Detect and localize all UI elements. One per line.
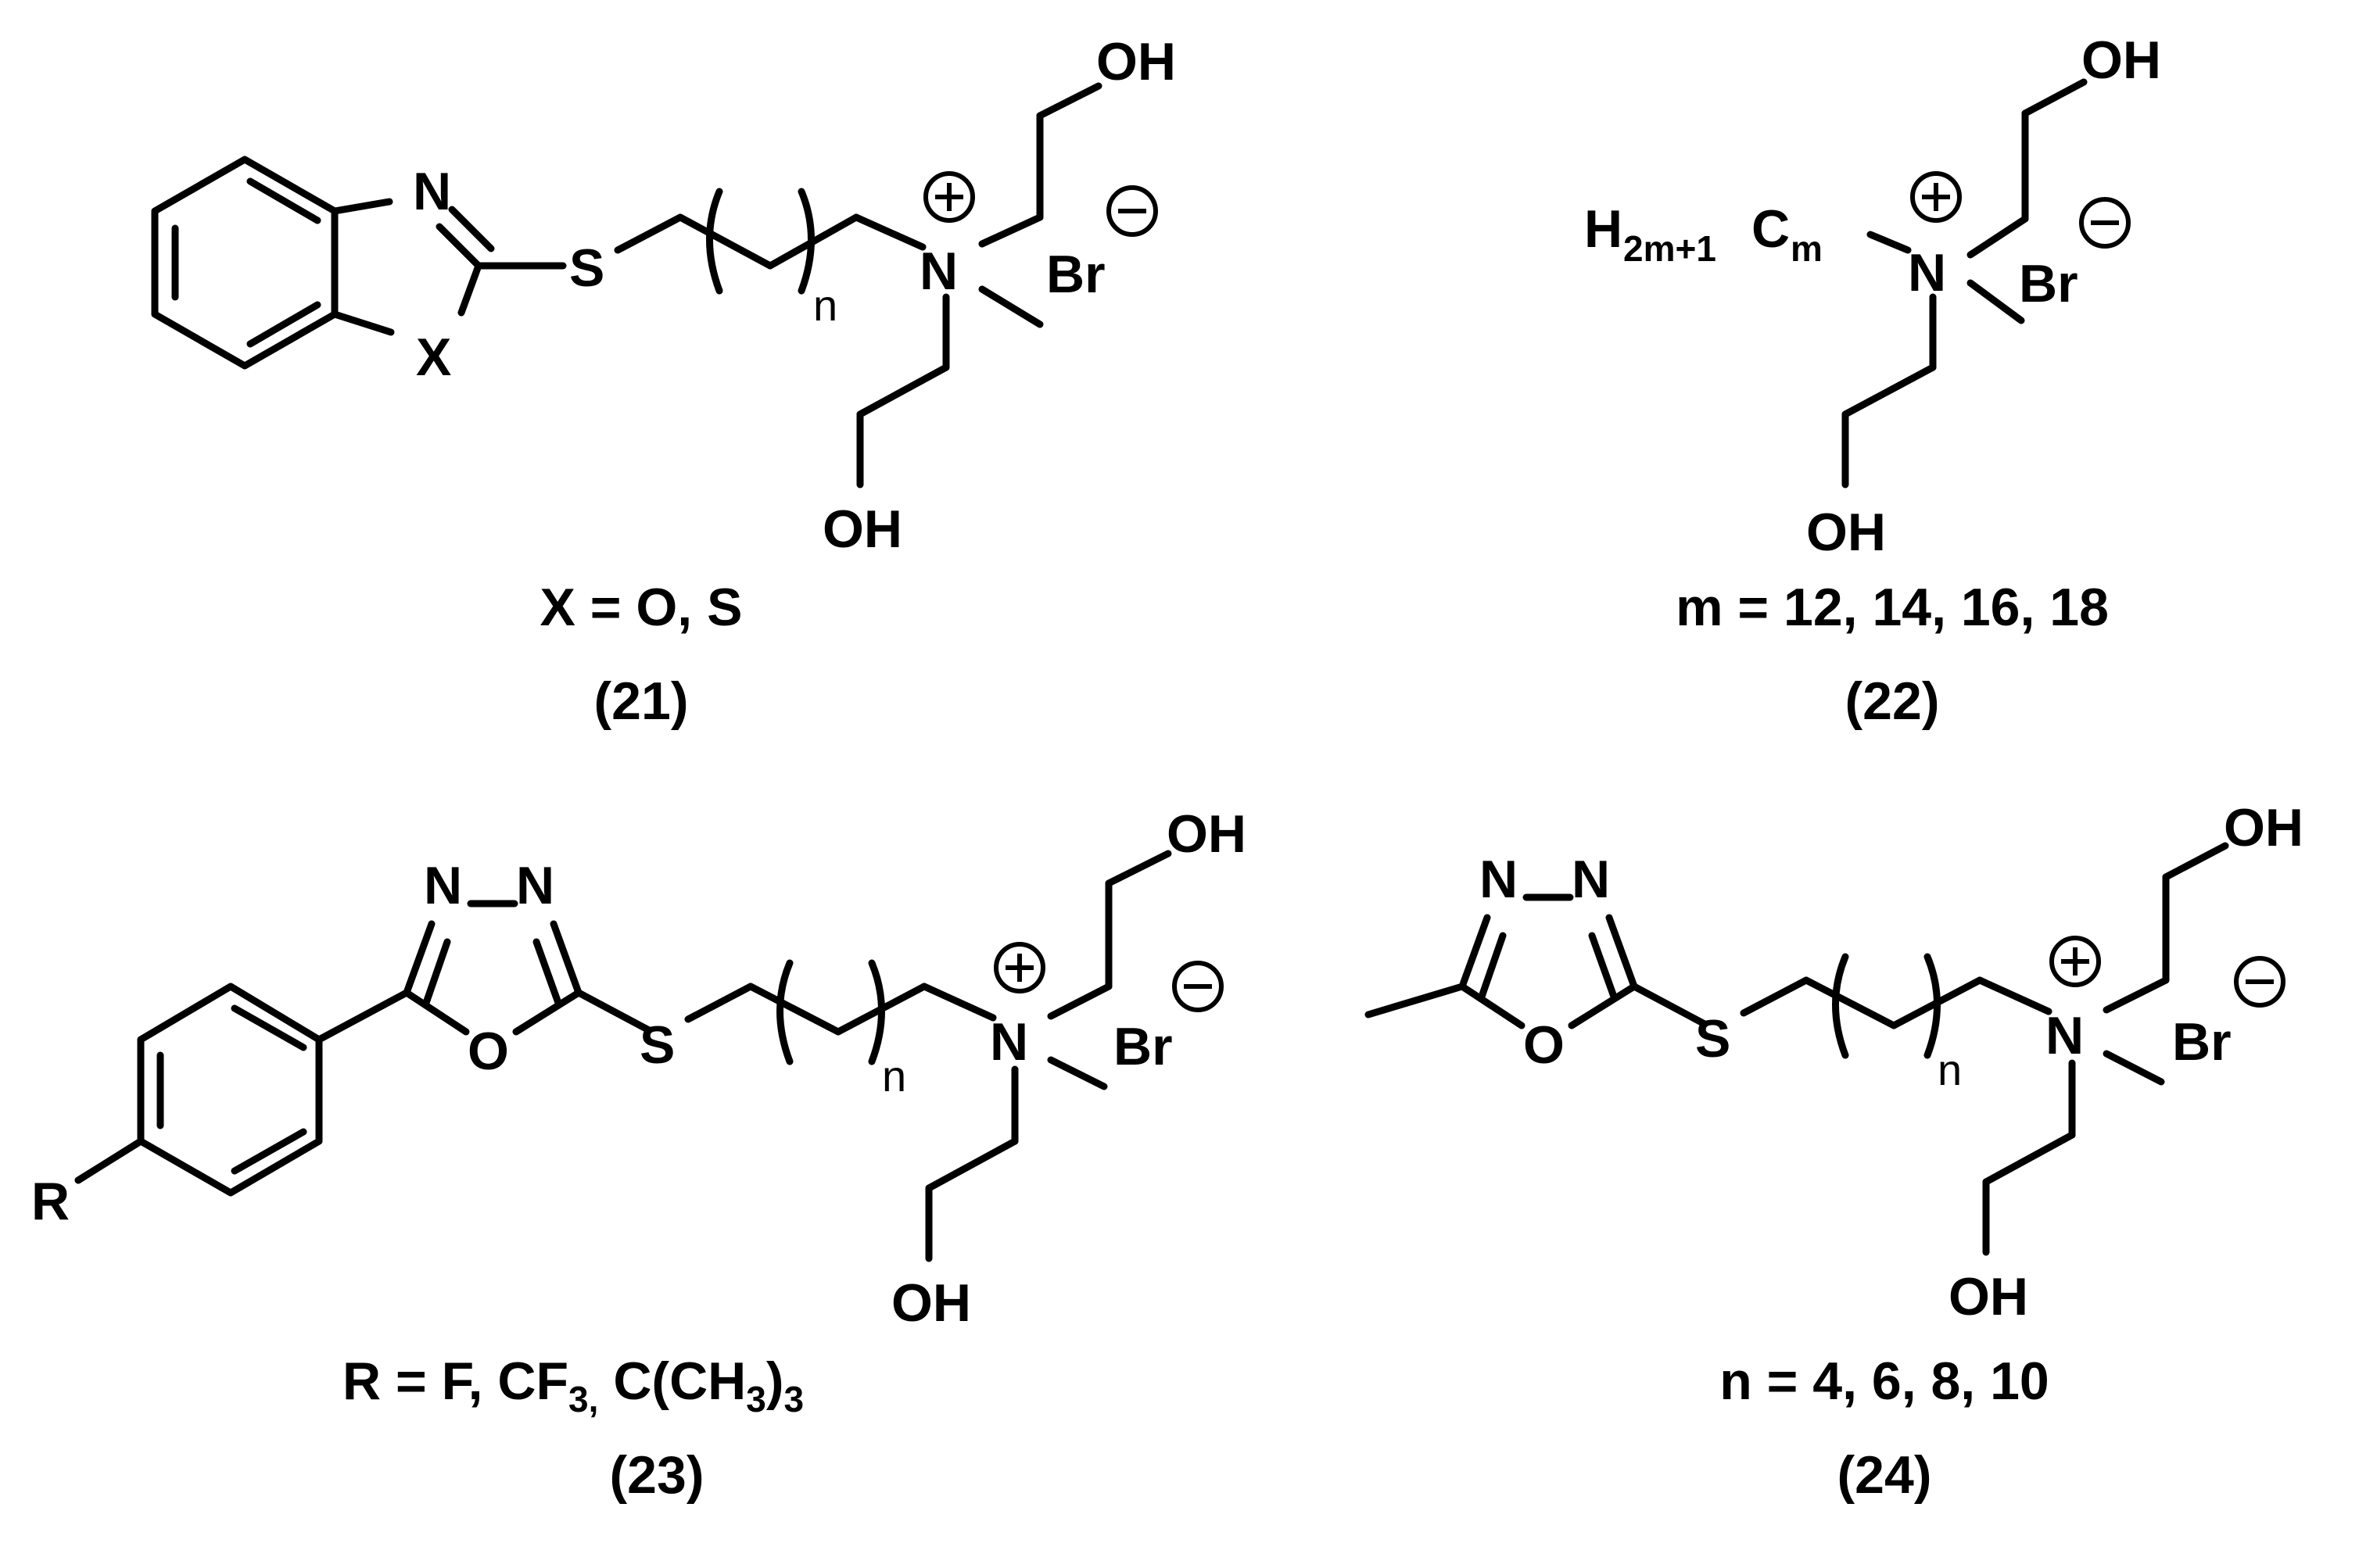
repeat-n: n	[1938, 1045, 1962, 1094]
compound-24: N N O S n N OH OH Br n = 4, 6, 8, 10 (24…	[1364, 798, 2303, 1505]
hydroxyl-top: OH	[2224, 798, 2303, 857]
hydroxyl-top: OH	[1096, 32, 1176, 91]
chain-h-subscript: 2m+1	[1623, 228, 1716, 269]
plus-charge-icon	[923, 171, 975, 223]
repeat-n: n	[813, 281, 837, 330]
plus-charge-icon	[1910, 171, 1962, 223]
repeat-n: n	[882, 1051, 906, 1101]
atom-n-plus: N	[920, 242, 958, 301]
structure-21-bonds	[151, 82, 1102, 489]
condition-23: R = F, CF3, C(CH3)3	[342, 1351, 804, 1419]
chain-h: H	[1584, 199, 1622, 259]
label-22: (22)	[1845, 671, 1940, 731]
atom-n: N	[413, 162, 451, 221]
atom-o: O	[1523, 1015, 1565, 1075]
plus-charge-icon	[2049, 936, 2101, 987]
hydroxyl-top: OH	[1167, 804, 1246, 864]
bromide: Br	[1113, 1017, 1173, 1076]
structure-24-bonds	[1364, 842, 2229, 1256]
compound-22: H 2m+1 C m N OH OH Br m = 12, 14, 16, 18…	[1584, 30, 2161, 731]
hydroxyl-bottom: OH	[1806, 503, 1886, 562]
hydroxyl-top: OH	[2081, 30, 2161, 90]
structure-22-bonds	[1841, 78, 2088, 489]
bromide: Br	[1046, 245, 1106, 304]
label-24: (24)	[1837, 1445, 1932, 1505]
bromide: Br	[2019, 254, 2078, 313]
condition-22: m = 12, 14, 16, 18	[1676, 578, 2109, 637]
compound-21: N X S n N OH OH Br X = O, S (21)	[151, 32, 1176, 731]
substituent-r: R	[31, 1172, 70, 1231]
minus-charge-icon	[1106, 185, 1158, 237]
bromide: Br	[2172, 1012, 2232, 1072]
chain-c: C	[1751, 199, 1790, 259]
minus-charge-icon	[2234, 956, 2286, 1008]
chain-c-subscript: m	[1791, 228, 1823, 269]
condition-24: n = 4, 6, 8, 10	[1719, 1351, 2049, 1411]
hydroxyl-bottom: OH	[1949, 1267, 2028, 1326]
hydroxyl-bottom: OH	[823, 499, 902, 559]
condition-21: X = O, S	[540, 578, 743, 637]
atom-n-plus: N	[990, 1012, 1028, 1072]
atom-s: S	[569, 238, 604, 298]
atom-s: S	[640, 1015, 675, 1075]
atom-x: X	[416, 328, 451, 387]
label-23: (23)	[610, 1445, 704, 1505]
atom-n1: N	[1479, 850, 1518, 909]
atom-n-plus: N	[2045, 1006, 2084, 1065]
compound-23: R N N O S n N OH OH Br R = F, CF3, C(CH3…	[31, 804, 1246, 1505]
atom-n-plus: N	[1908, 243, 1946, 303]
minus-charge-icon	[2079, 197, 2131, 249]
minus-charge-icon	[1172, 961, 1224, 1012]
atom-s: S	[1695, 1009, 1730, 1069]
atom-o: O	[468, 1022, 509, 1081]
plus-charge-icon	[994, 942, 1045, 993]
hydroxyl-bottom: OH	[891, 1273, 971, 1333]
atom-n2: N	[1572, 850, 1610, 909]
atom-n1: N	[424, 856, 462, 915]
atom-n2: N	[516, 856, 554, 915]
label-21: (21)	[594, 671, 689, 731]
structure-23-bonds	[74, 850, 1172, 1262]
